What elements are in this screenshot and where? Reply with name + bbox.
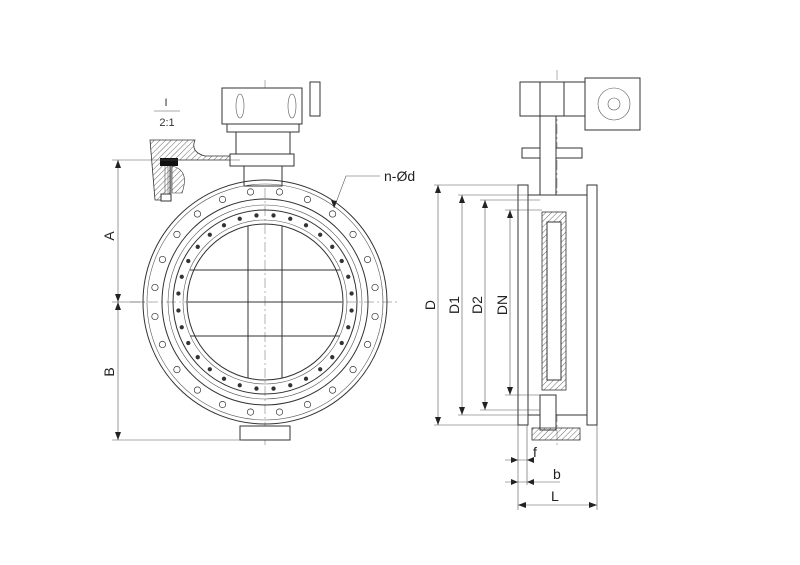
detail-mark: I — [164, 97, 167, 109]
flange-right — [586, 184, 598, 426]
seal-retainer-screw — [288, 216, 293, 221]
flange-left — [517, 184, 529, 426]
seal-retainer-screw — [303, 223, 309, 228]
flange-bolt-hole — [329, 386, 337, 394]
seal-retainer-screw — [303, 376, 309, 381]
seal-retainer-screw — [288, 383, 293, 388]
flange-bolt-hole — [193, 210, 201, 218]
seal-retainer-screw — [330, 244, 335, 249]
dim-D: D — [422, 300, 438, 310]
bore — [186, 223, 344, 381]
bottom-flange — [239, 425, 291, 441]
side-gearbox — [584, 77, 641, 131]
flange-bolt-hole — [329, 210, 337, 218]
seal-retainer-screw — [207, 367, 212, 372]
seal-retainer-screw — [195, 355, 200, 360]
seal-retainer-screw — [254, 213, 259, 218]
flange-bolt-hole — [218, 195, 227, 203]
flange-bolt-hole — [173, 366, 181, 374]
dim-D1: D1 — [446, 296, 462, 314]
flange-bolt-hole — [151, 283, 159, 292]
front-view: n-Ød A B — [101, 80, 415, 445]
seal-retainer-screw — [349, 291, 354, 296]
seal-retainer-screw — [221, 223, 227, 228]
seal-retainer-screw — [254, 386, 259, 391]
gearbox — [221, 87, 303, 125]
flange-bolt-hole — [371, 312, 379, 321]
dim-B: B — [101, 367, 117, 376]
seal-retainer-screw — [237, 216, 242, 221]
detail-hatch — [149, 139, 231, 201]
dim-L: L — [551, 488, 559, 504]
seal-retainer-screw — [186, 258, 191, 264]
flange-bolt-hole — [158, 340, 166, 349]
flange-bolt-hole — [246, 188, 255, 196]
flange-bolt-hole — [371, 283, 379, 292]
seal-retainer-screw — [339, 258, 344, 264]
seal-retainer-screw — [186, 340, 191, 346]
flange-bolt-hole — [246, 408, 255, 416]
seal-retainer-screw — [271, 386, 276, 391]
seal-retainer-screw — [179, 274, 184, 279]
flange-bolt-hole — [275, 188, 284, 196]
dim-b: b — [553, 466, 561, 482]
seal-retainer-screw — [176, 308, 181, 313]
seal-retainer-screw — [318, 367, 323, 372]
flange-bolt-hole — [218, 401, 227, 409]
dim-DN: DN — [494, 295, 510, 315]
flange-bolt-hole — [275, 408, 284, 416]
flange-bolt-hole — [303, 195, 312, 203]
seal-retainer-screw — [318, 232, 323, 237]
seal-retainer-screw — [271, 213, 276, 218]
seal-retainer-screw — [176, 291, 181, 296]
seal-ring — [160, 158, 178, 166]
hole-callout: n-Ød — [384, 168, 415, 184]
dim-D2: D2 — [469, 296, 485, 314]
dim-A: A — [101, 231, 117, 241]
flange-bolt-hole — [364, 255, 372, 264]
flange-bolt-hole — [349, 230, 357, 238]
seal-retainer-screw — [349, 308, 354, 313]
dim-f: f — [533, 444, 537, 460]
seal-retainer-screw — [346, 325, 351, 330]
seal-retainer-screw — [207, 232, 212, 237]
flange-bolt-hole — [349, 366, 357, 374]
detail-scale: 2:1 — [159, 117, 174, 129]
seal-retainer-screw — [330, 355, 335, 360]
detail-view: I 2:1 — [149, 97, 231, 202]
flange-bolt-hole — [364, 340, 372, 349]
side-view: D D1 D2 DN f b L — [422, 70, 641, 510]
flange-bolt-hole — [173, 230, 181, 238]
flange-bolt-hole — [158, 255, 166, 264]
seal-retainer-screw — [221, 376, 227, 381]
seal-retainer-screw — [339, 340, 344, 346]
seal-retainer-screw — [237, 383, 242, 388]
handwheel-flange — [309, 81, 321, 117]
seal-retainer-screw — [195, 244, 200, 249]
flange-bolt-hole — [151, 312, 159, 321]
flange-bolt-hole — [193, 386, 201, 394]
flange-bolt-hole — [303, 401, 312, 409]
seal-retainer-screw — [179, 325, 184, 330]
seal-retainer-screw — [346, 274, 351, 279]
